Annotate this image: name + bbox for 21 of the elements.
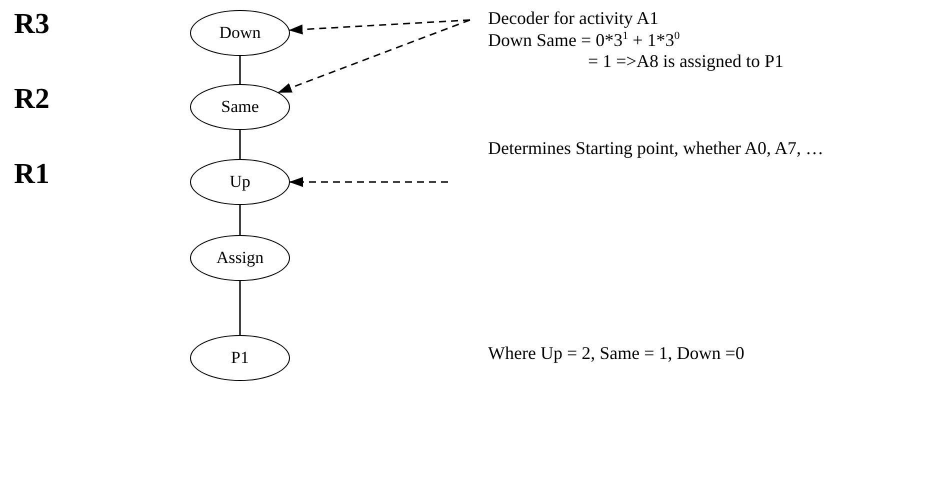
state-ellipse	[190, 84, 290, 130]
state-label: Down	[219, 23, 261, 43]
connector-line	[239, 56, 241, 84]
dashed-arrow	[278, 19, 470, 94]
annotation-text: Determines Starting point, whether A0, A7, …	[488, 138, 824, 160]
dashed-arrow	[289, 177, 448, 187]
connector-line	[239, 281, 241, 335]
row-label: R3	[14, 8, 50, 41]
row-label: R2	[14, 83, 50, 116]
row-label: R1	[14, 158, 50, 191]
state-label: Up	[230, 172, 250, 192]
annotation-text: Down Same = 0*3$^{1}$ + 1*3$^{0}$	[488, 30, 681, 52]
state-label: Assign	[216, 248, 264, 268]
state-label: P1	[231, 348, 249, 368]
connector-line	[239, 205, 241, 235]
dashed-arrow	[288, 19, 470, 34]
annotation-text: = 1 =>A8 is assigned to P1	[587, 51, 784, 73]
annotation-text: Decoder for activity A1	[488, 8, 660, 30]
state-label: Same	[221, 97, 259, 117]
note-text: Where Up = 2, Same = 1, Down =0	[488, 343, 744, 364]
connector-line	[239, 130, 241, 159]
